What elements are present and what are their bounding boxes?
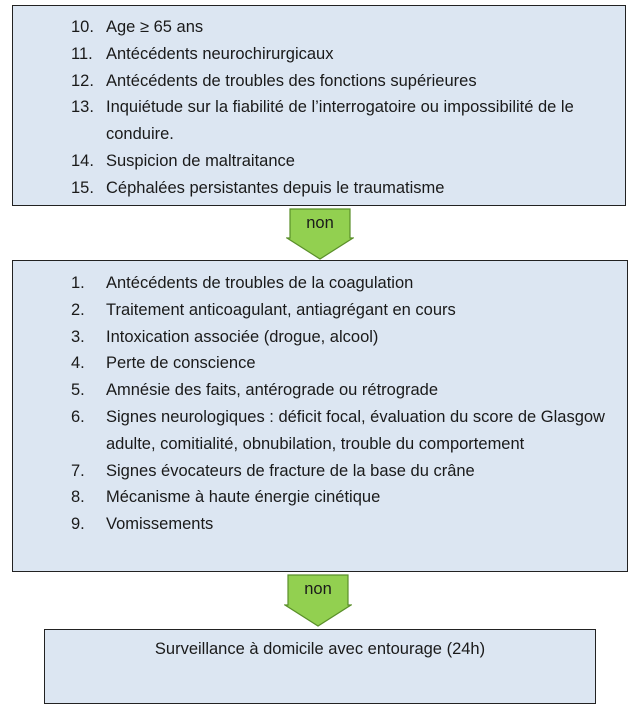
list-item: 2. Traitement anticoagulant, antiagrégant… xyxy=(71,297,611,324)
item-text: Antécédents de troubles de la coagulatio… xyxy=(106,274,414,292)
list-item: 12. Antécédents de troubles des fonctions… xyxy=(71,68,609,95)
flow-arrow-1: non xyxy=(286,208,354,260)
item-text: Antécédents de troubles des fonctions su… xyxy=(106,71,477,90)
list-item: 14. Suspicion de maltraitance xyxy=(71,148,609,175)
item-number: 7. xyxy=(71,461,85,480)
item-number: 5. xyxy=(71,381,85,400)
item-text: Inquiétude sur la fiabilité de l’interro… xyxy=(106,98,574,144)
item-number: 11. xyxy=(71,44,93,63)
list-item: 3. Intoxication associée (drogue, alcool) xyxy=(71,324,611,351)
item-number: 3. xyxy=(71,327,85,346)
item-text: Amnésie des faits, antérograde ou rétrog… xyxy=(106,381,439,400)
list-item: 7. Signes évocateurs de fracture de la ba… xyxy=(71,458,611,485)
list-item: 9. Vomissements xyxy=(71,511,611,538)
item-number: 4. xyxy=(71,354,85,373)
item-number: 9. xyxy=(71,515,85,534)
criteria-list-2: 1. Antécédents de troubles de la coagulat… xyxy=(71,270,611,538)
flow-arrow-2: non xyxy=(284,574,352,627)
item-number: 8. xyxy=(71,488,85,507)
criteria-box-2: 1. Antécédents de troubles de la coagulat… xyxy=(12,260,628,572)
item-text: Céphalées persistantes depuis le traumat… xyxy=(106,178,445,197)
item-number: 2. xyxy=(71,300,85,319)
list-item: 5. Amnésie des faits, antérograde ou rétr… xyxy=(71,377,611,404)
arrow-label: non xyxy=(304,580,332,598)
item-text: Traitement anticoagulant, antiagrégant e… xyxy=(106,300,456,319)
item-number: 6. xyxy=(71,407,85,426)
item-number: 10. xyxy=(71,18,94,36)
outcome-text: Surveillance à domicile avec entourage (… xyxy=(154,640,486,658)
item-text: Suspicion de maltraitance xyxy=(106,151,295,170)
criteria-box-1: 10. Age ≥ 65 ans 11. Antécédents neurochir… xyxy=(12,5,626,206)
down-arrow-icon xyxy=(286,208,354,260)
list-item: 11. Antécédents neurochirurgicaux xyxy=(71,41,609,68)
item-number: 13. xyxy=(71,98,94,117)
arrow-label: non xyxy=(306,214,334,232)
down-arrow-icon xyxy=(284,574,352,627)
item-number: 14. xyxy=(71,151,94,170)
item-number: 12. xyxy=(71,71,94,90)
item-text: Signes neurologiques : déficit focal, év… xyxy=(106,407,605,453)
item-text: Signes évocateurs de fracture de la base… xyxy=(106,461,475,480)
list-item: 1. Antécédents de troubles de la coagulat… xyxy=(71,270,611,297)
list-item: 13. Inquiétude sur la fiabilité de l’inte… xyxy=(71,94,609,148)
item-text: Perte de conscience xyxy=(106,354,256,373)
list-item: 8. Mécanisme à haute énergie cinétique xyxy=(71,484,611,511)
item-text: Age ≥ 65 ans xyxy=(106,18,204,36)
list-item: 6. Signes neurologiques : déficit focal, … xyxy=(71,404,611,458)
item-number: 1. xyxy=(71,274,85,292)
item-text: Vomissements xyxy=(106,515,214,534)
outcome-box: Surveillance à domicile avec entourage (… xyxy=(44,629,596,704)
list-item: 4. Perte de conscience xyxy=(71,350,611,377)
item-text: Intoxication associée (drogue, alcool) xyxy=(106,327,379,346)
list-item: 10. Age ≥ 65 ans xyxy=(71,14,609,41)
criteria-list-1: 10. Age ≥ 65 ans 11. Antécédents neurochir… xyxy=(71,14,609,202)
item-text: Antécédents neurochirurgicaux xyxy=(106,44,334,63)
item-number: 15. xyxy=(71,178,94,197)
list-item: 15. Céphalées persistantes depuis le trau… xyxy=(71,175,609,202)
item-text: Mécanisme à haute énergie cinétique xyxy=(106,488,381,507)
